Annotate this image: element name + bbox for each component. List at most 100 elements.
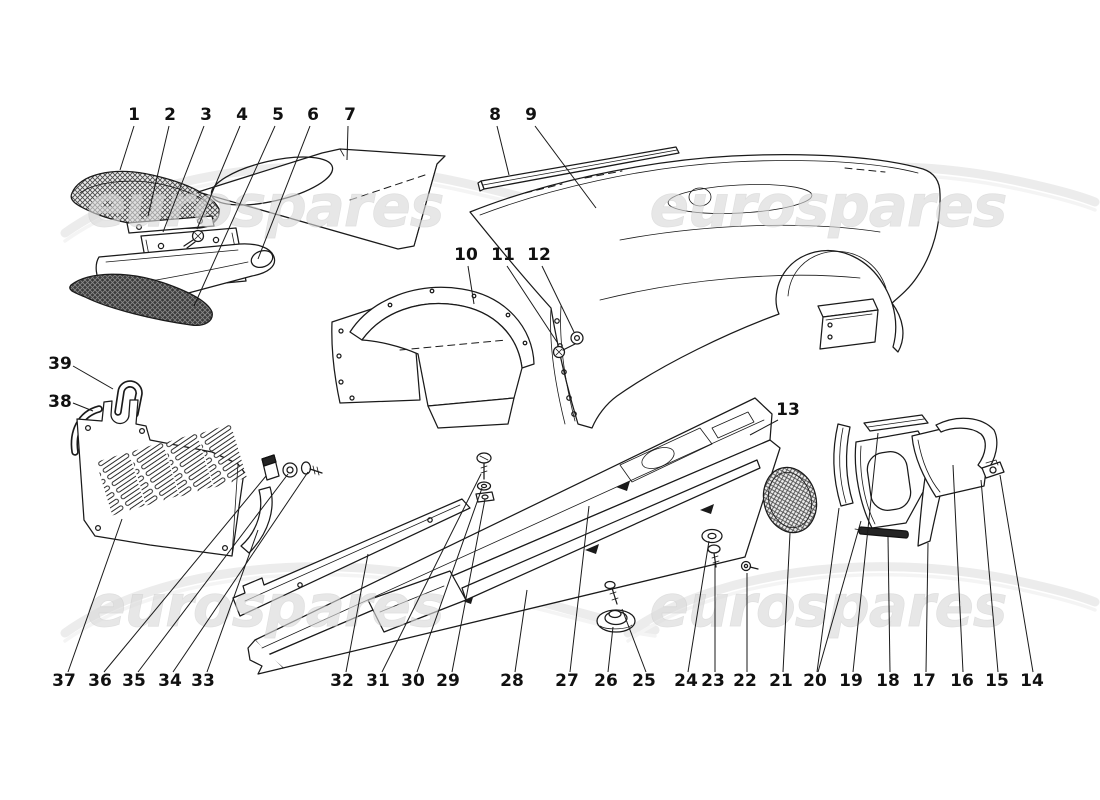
- part-flank-panel: [469, 154, 941, 429]
- watermark-text: eurospares: [650, 572, 1007, 640]
- leader-line-8: [496, 125, 510, 176]
- watermark-text: eurospares: [650, 172, 1007, 240]
- callout-32: 32: [330, 671, 354, 691]
- leader-line-19: [852, 432, 879, 673]
- leader-line-20: [816, 507, 840, 673]
- part-u-clamp: [114, 380, 143, 418]
- callout-12: 12: [527, 245, 551, 265]
- leader-line-5: [193, 125, 276, 307]
- part-vented-panel: [76, 399, 247, 557]
- leader-line-12: [541, 265, 575, 333]
- part-duct-top-bar: [863, 414, 929, 432]
- callout-28: 28: [500, 671, 524, 691]
- part-grille-bracket: [126, 215, 215, 234]
- part-lower-grille-strip: [69, 273, 213, 327]
- callout-11: 11: [491, 245, 515, 265]
- callout-13: 13: [776, 400, 800, 420]
- part-duct-body: [854, 430, 927, 529]
- callout-7: 7: [344, 105, 356, 125]
- watermark-text: eurospares: [87, 572, 444, 640]
- leader-line-14: [999, 474, 1034, 673]
- callout-2: 2: [164, 105, 176, 125]
- part-inner-sill: [232, 498, 471, 617]
- leader-line-24: [687, 540, 710, 673]
- part-clip-nut: [981, 459, 1005, 479]
- callout-39: 39: [48, 354, 72, 374]
- leader-line-18: [887, 536, 891, 673]
- callout-38: 38: [48, 392, 72, 412]
- callout-29: 29: [436, 671, 460, 691]
- part-oval-grille: [762, 466, 818, 534]
- callout-18: 18: [876, 671, 900, 691]
- callout-22: 22: [733, 671, 757, 691]
- leader-line-20: [817, 520, 862, 673]
- leader-line-32: [345, 553, 369, 673]
- leader-line-30: [416, 487, 483, 673]
- callout-37: 37: [52, 671, 76, 691]
- leader-line-2: [147, 125, 170, 217]
- leader-line-1: [119, 125, 135, 171]
- callout-24: 24: [674, 671, 698, 691]
- leader-line-16: [952, 464, 964, 673]
- part-grommet-26: [596, 609, 636, 633]
- leader-line-7: [346, 125, 349, 161]
- part-bolt-22: [740, 560, 759, 572]
- callout-17: 17: [912, 671, 936, 691]
- part-upper-grille: [70, 170, 220, 229]
- callout-36: 36: [88, 671, 112, 691]
- part-washer-24: [701, 528, 723, 544]
- leader-line-37: [67, 518, 123, 673]
- callout-33: 33: [191, 671, 215, 691]
- leader-line-38: [72, 402, 94, 412]
- part-clip-29: [475, 491, 495, 503]
- callout-23: 23: [701, 671, 725, 691]
- part-washer-30: [476, 481, 492, 491]
- part-screw-25: [604, 580, 619, 605]
- callout-6: 6: [307, 105, 319, 125]
- callout-14: 14: [1020, 671, 1044, 691]
- part-fixing-washer: [570, 331, 584, 345]
- callout-35: 35: [122, 671, 146, 691]
- callout-27: 27: [555, 671, 579, 691]
- part-duct-rod: [854, 526, 909, 539]
- callout-5: 5: [272, 105, 284, 125]
- callout-25: 25: [632, 671, 656, 691]
- leader-line-13: [749, 419, 779, 436]
- part-wheelhouse-liner: [331, 286, 535, 429]
- callout-30: 30: [401, 671, 425, 691]
- watermark-layer: eurospares eurospares eurospares eurospa…: [86, 172, 1007, 641]
- callout-1: 1: [128, 105, 140, 125]
- part-curved-bracket: [240, 486, 273, 554]
- leader-line-29: [451, 498, 486, 673]
- part-washer-35: [282, 462, 298, 478]
- leader-line-25: [621, 608, 647, 673]
- callout-26: 26: [594, 671, 618, 691]
- leader-line-15: [980, 479, 999, 673]
- part-upper-trim-strip: [477, 146, 680, 192]
- part-screw-23: [707, 544, 721, 568]
- part-screw-34: [300, 461, 323, 476]
- callout-21: 21: [769, 671, 793, 691]
- leader-line-34: [172, 471, 309, 673]
- leader-line-9: [534, 125, 597, 209]
- callout-8: 8: [489, 105, 501, 125]
- callout-4: 4: [236, 105, 248, 125]
- callout-3: 3: [200, 105, 212, 125]
- leader-line-21: [782, 532, 791, 673]
- watermark-text: eurospares: [87, 172, 444, 240]
- leader-line-39: [72, 365, 114, 390]
- leader-line-33: [206, 529, 259, 673]
- leader-line-6: [257, 125, 311, 260]
- leader-line-36: [103, 475, 267, 673]
- callout-10: 10: [454, 245, 478, 265]
- leader-line-10: [467, 265, 475, 305]
- leader-line-17: [925, 542, 929, 673]
- part-screw-31: [476, 452, 492, 480]
- leader-line-27: [569, 505, 590, 673]
- leader-line-11: [506, 265, 558, 343]
- callout-16: 16: [950, 671, 974, 691]
- callout-31: 31: [366, 671, 390, 691]
